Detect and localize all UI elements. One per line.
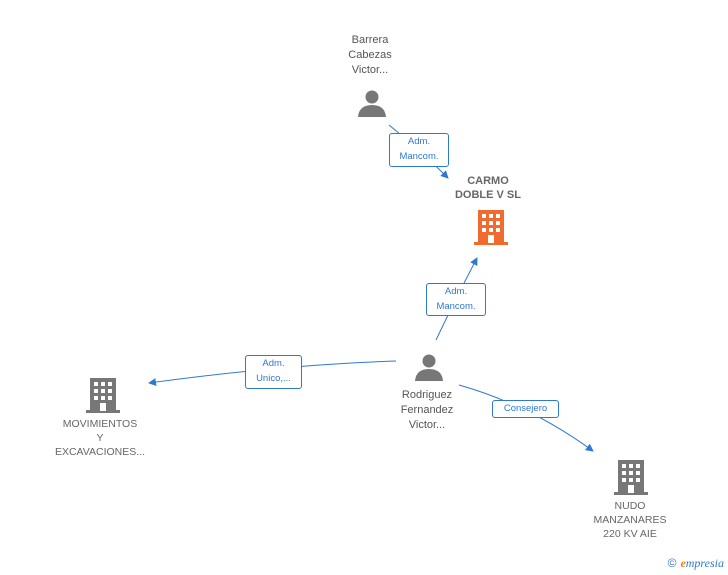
empresia-brand[interactable]: ©empresia: [668, 556, 724, 571]
brand-logo-e: e: [680, 556, 686, 570]
person-icon[interactable]: [357, 88, 387, 118]
building-icon[interactable]: [474, 209, 508, 245]
edge-label-rodriguez-movimientos[interactable]: Adm. Unico,...: [245, 355, 302, 389]
copyright-symbol: ©: [667, 556, 677, 570]
edge-label-rodriguez-nudo[interactable]: Consejero: [492, 400, 559, 418]
building-icon[interactable]: [86, 377, 120, 413]
company-label-nudo[interactable]: NUDO MANZANARES 220 KV AIE: [593, 500, 667, 540]
building-icon[interactable]: [614, 459, 648, 495]
person-icon[interactable]: [414, 352, 444, 382]
company-label-movimientos[interactable]: MOVIMIENTOS Y EXCAVACIONES...: [54, 418, 146, 458]
edge-label-barrera-carmo[interactable]: Adm. Mancom.: [389, 133, 449, 167]
company-label-carmo[interactable]: CARMO DOBLE V SL: [454, 175, 521, 201]
person-label-barrera[interactable]: Barrera Cabezas Victor...: [348, 34, 392, 76]
brand-logo-text: mpresia: [685, 556, 724, 570]
edge-label-rodriguez-carmo[interactable]: Adm. Mancom.: [426, 283, 486, 316]
person-label-rodriguez[interactable]: Rodriguez Fernandez Victor...: [400, 389, 454, 431]
